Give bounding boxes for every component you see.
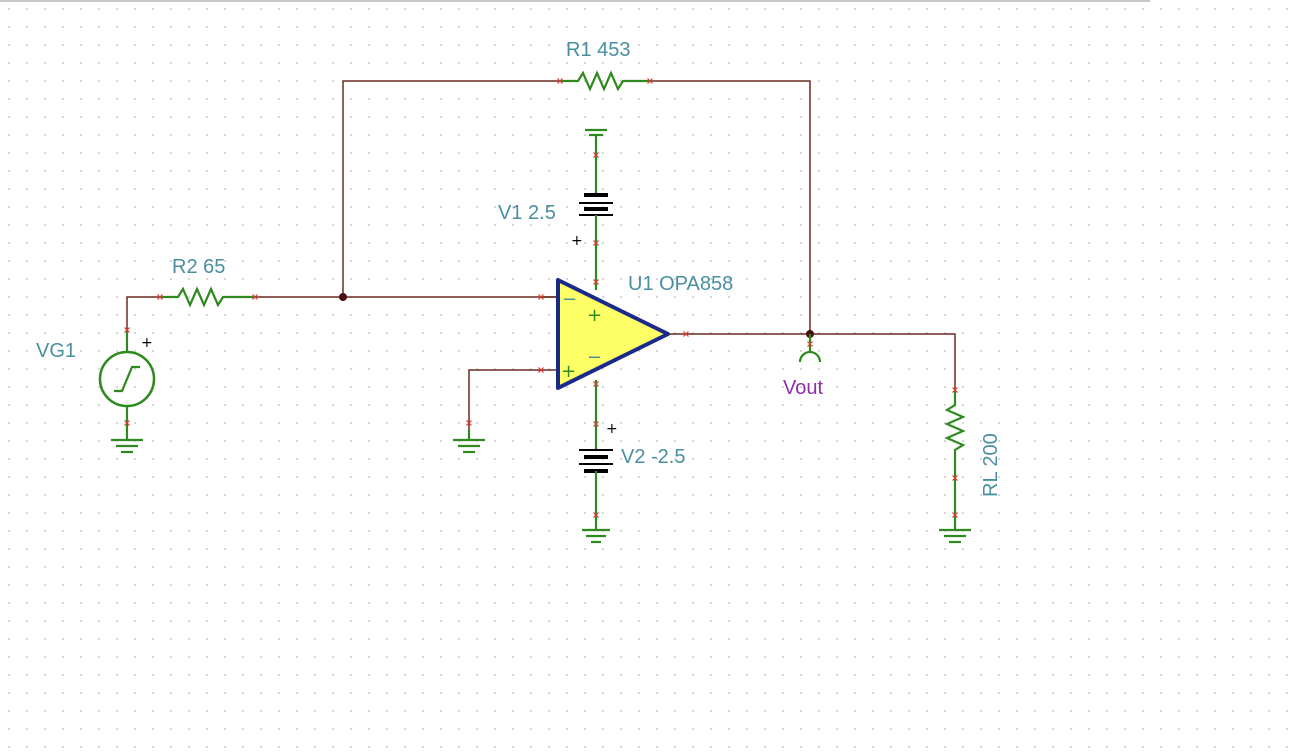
- resistor-r2[interactable]: R2 65: [160, 256, 255, 308]
- pin-marker: [593, 240, 599, 246]
- pin-marker: [538, 367, 544, 373]
- vout-probe-arc: [798, 350, 822, 363]
- pin-marker: [593, 421, 599, 427]
- pin-marker: [647, 78, 653, 84]
- wire-r1-out: [650, 80, 811, 334]
- pin-marker: [683, 331, 689, 337]
- pin-marker: [124, 420, 130, 426]
- u1-inverting-sign: −: [562, 289, 577, 310]
- pin-marker: [466, 420, 472, 426]
- pin-marker: [593, 279, 599, 285]
- pin-marker: [593, 381, 599, 387]
- pin-marker: [593, 152, 599, 158]
- resistor-r1-zigzag: [560, 70, 650, 92]
- u1-noninverting-sign: +: [561, 361, 576, 382]
- r1-label: R1 453: [566, 39, 631, 61]
- v1-label: V1 2.5: [498, 202, 556, 224]
- pin-marker: [952, 387, 958, 393]
- pin-marker: [952, 475, 958, 481]
- opamp-u1[interactable]: − + + − U1 OPA858: [540, 273, 733, 390]
- u1-supply-plus-sign: +: [587, 305, 602, 326]
- vout-probe[interactable]: Vout: [783, 334, 823, 399]
- ground-noninv[interactable]: [453, 430, 485, 454]
- opamp-u1-body: [556, 278, 670, 390]
- resistor-r2-zigzag: [160, 286, 255, 308]
- pin-marker: [593, 512, 599, 518]
- vg1-label: VG1: [36, 340, 76, 362]
- vout-label: Vout: [783, 377, 823, 399]
- resistor-rl-zigzag: [944, 390, 966, 520]
- v2-label: V2 -2.5: [621, 446, 685, 468]
- vg1-plus-sign: +: [141, 335, 153, 351]
- junction-node-inverting[interactable]: [339, 293, 347, 301]
- pin-marker: [157, 294, 163, 300]
- v2-plus-sign: +: [606, 421, 618, 437]
- battery-v1[interactable]: V1 2.5 +: [498, 128, 613, 290]
- u1-supply-minus-sign: −: [587, 347, 602, 368]
- wires: [126, 80, 956, 515]
- pin-markers: [124, 78, 958, 518]
- wire-vg1-r2: [126, 296, 160, 330]
- rl-label: RL 200: [980, 433, 1002, 497]
- pin-marker: [807, 341, 813, 347]
- battery-v2[interactable]: V2 -2.5 +: [579, 380, 685, 544]
- wire-node-r1: [342, 80, 560, 297]
- pin-marker: [124, 327, 130, 333]
- pin-marker: [252, 294, 258, 300]
- wire-noninv-gnd: [468, 369, 558, 430]
- r2-label: R2 65: [172, 256, 225, 278]
- pin-marker: [952, 512, 958, 518]
- resistor-rl[interactable]: RL 200: [939, 390, 1002, 544]
- signal-source-vg1[interactable]: VG1 +: [36, 330, 156, 454]
- pin-marker: [538, 294, 544, 300]
- vg1-step-icon: [114, 365, 140, 393]
- v1-plus-sign: +: [571, 233, 583, 249]
- resistor-r1[interactable]: R1 453: [560, 39, 650, 92]
- pin-marker: [557, 78, 563, 84]
- u1-label: U1 OPA858: [628, 273, 733, 295]
- wire-out-rl: [810, 333, 956, 390]
